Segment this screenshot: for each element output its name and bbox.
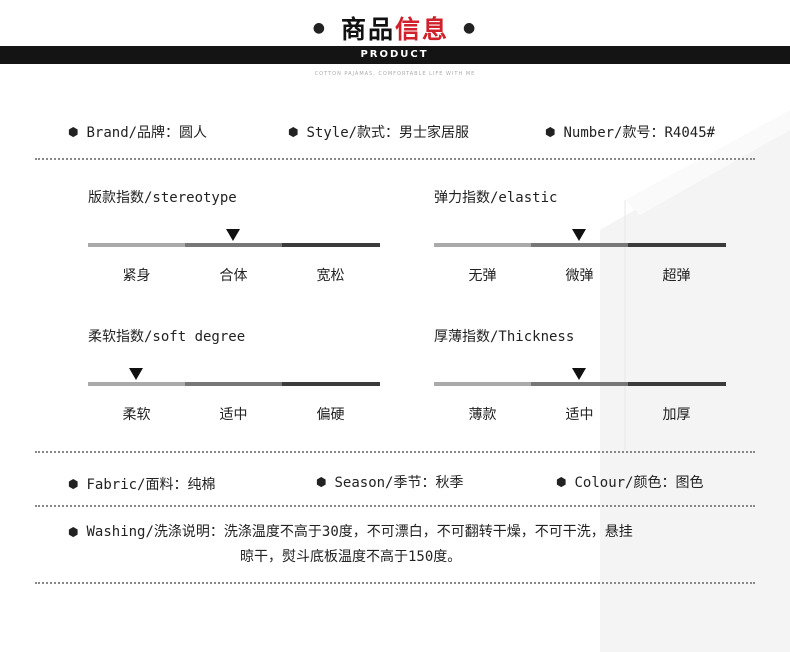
- scale-segment: [185, 382, 282, 386]
- colour-text: Colour/颜色：图色: [574, 475, 704, 491]
- title-red-part: 信息: [395, 15, 450, 44]
- hexagon-bullet-icon: ⬢: [316, 475, 327, 489]
- divider: [35, 505, 755, 507]
- scale-option: 柔软: [122, 407, 151, 423]
- page-title: ● 商品信息 ●: [0, 10, 790, 46]
- washing-line-1: Washing/洗涤说明：洗涤温度不高于30度，不可漂白，不可翻转干燥，不可干洗…: [86, 524, 633, 540]
- hexagon-bullet-icon: ⬢: [556, 475, 567, 489]
- scale-option: 适中: [219, 407, 248, 423]
- scale-segment: [434, 382, 531, 386]
- divider: [35, 158, 755, 160]
- scale-option: 薄款: [468, 407, 497, 423]
- scale-segment: [628, 243, 726, 247]
- scale-label: 柔软指数/soft degree: [88, 329, 246, 345]
- title-bullet-right: ●: [463, 20, 478, 36]
- washing-line-2: 晾干，熨斗底板温度不高于150度。: [240, 549, 462, 565]
- scale-segment: [282, 382, 380, 386]
- scale-elastic: 弹力指数/elastic 无弹 微弹 超弹: [434, 187, 726, 297]
- scale-segment: [531, 243, 628, 247]
- divider: [35, 451, 755, 453]
- title-bar-text: PRODUCT INFORMATION: [308, 46, 481, 78]
- divider: [35, 582, 755, 584]
- style-text: Style/款式：男士家居服: [306, 125, 470, 141]
- scale-option: 适中: [565, 407, 594, 423]
- hexagon-bullet-icon: ⬢: [68, 125, 79, 139]
- brand-info: ⬢ Brand/品牌：圆人: [68, 122, 207, 142]
- scale-label: 厚薄指数/Thickness: [434, 329, 575, 345]
- scale-label: 弹力指数/elastic: [434, 190, 558, 206]
- fabric-info: ⬢ Fabric/面料：纯棉: [68, 474, 216, 494]
- scale-marker-icon: [129, 368, 143, 380]
- title-black-part: 商品: [340, 15, 395, 44]
- scale-segment: [88, 243, 185, 247]
- hexagon-bullet-icon: ⬢: [288, 125, 299, 139]
- scale-soft-degree: 柔软指数/soft degree 柔软 适中 偏硬: [88, 326, 380, 436]
- scale-option: 宽松: [316, 268, 345, 284]
- scale-segment: [531, 382, 628, 386]
- scale-option: 紧身: [122, 268, 151, 284]
- scale-option: 加厚: [662, 407, 691, 423]
- hexagon-bullet-icon: ⬢: [545, 125, 556, 139]
- scale-segment: [628, 382, 726, 386]
- scale-segment: [88, 382, 185, 386]
- scale-option: 偏硬: [316, 407, 345, 423]
- number-text: Number/款号：R4045#: [563, 125, 716, 141]
- scale-segment: [434, 243, 531, 247]
- title-bullet-left: ●: [312, 20, 327, 36]
- washing-instructions: ⬢ Washing/洗涤说明：洗涤温度不高于30度，不可漂白，不可翻转干燥，不可干…: [68, 520, 738, 570]
- scale-label: 版款指数/stereotype: [88, 190, 237, 206]
- subtitle: COTTON PAJAMAS, COMFORTABLE LIFE WITH ME: [314, 71, 476, 77]
- scale-thickness: 厚薄指数/Thickness 薄款 适中 加厚: [434, 326, 726, 436]
- scale-marker-icon: [572, 229, 586, 241]
- number-info: ⬢ Number/款号：R4045#: [545, 122, 715, 142]
- scale-marker-icon: [572, 368, 586, 380]
- scale-stereotype: 版款指数/stereotype 紧身 合体 宽松: [88, 187, 380, 297]
- scale-marker-icon: [226, 229, 240, 241]
- style-info: ⬢ Style/款式：男士家居服: [288, 122, 469, 142]
- scale-option: 无弹: [468, 268, 497, 284]
- season-info: ⬢ Season/季节：秋季: [316, 472, 464, 492]
- fabric-text: Fabric/面料：纯棉: [86, 477, 216, 493]
- hexagon-bullet-icon: ⬢: [68, 525, 79, 539]
- season-text: Season/季节：秋季: [334, 475, 464, 491]
- scale-option: 微弹: [565, 268, 594, 284]
- scale-segment: [282, 243, 380, 247]
- header: ● 商品信息 ● PRODUCT INFORMATION COTTON PAJAMA…: [0, 0, 790, 90]
- scale-option: 超弹: [662, 268, 691, 284]
- scale-option: 合体: [219, 268, 248, 284]
- brand-text: Brand/品牌：圆人: [86, 125, 208, 141]
- colour-info: ⬢ Colour/颜色：图色: [556, 472, 704, 492]
- scale-segment: [185, 243, 282, 247]
- hexagon-bullet-icon: ⬢: [68, 477, 79, 491]
- title-bar: PRODUCT INFORMATION: [0, 46, 790, 78]
